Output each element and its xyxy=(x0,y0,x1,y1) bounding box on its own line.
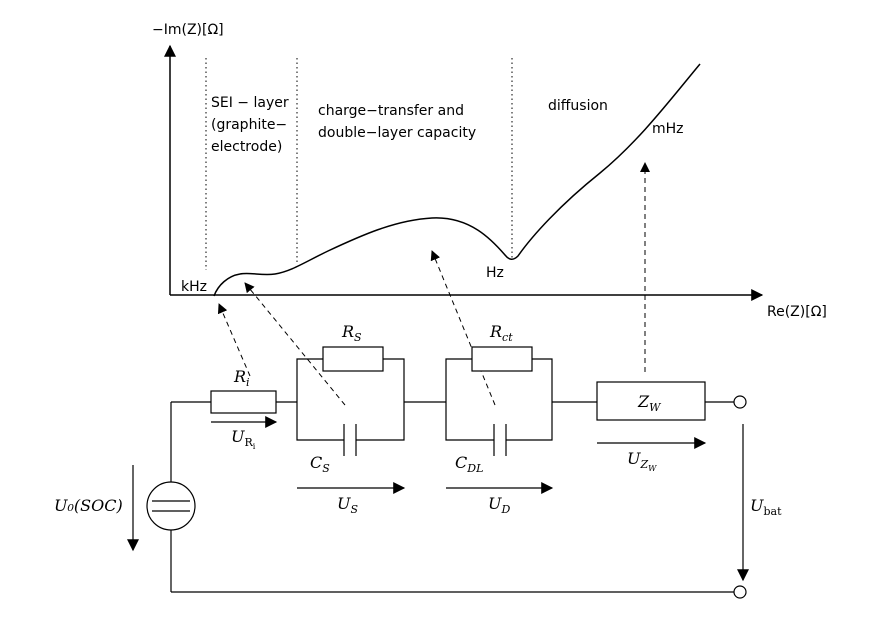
ud-label: UD xyxy=(488,494,510,516)
rct-label: Rct xyxy=(489,322,513,344)
impedance-curve xyxy=(213,63,701,297)
terminal-top xyxy=(733,395,747,409)
sei-label-line-1: SEI − layer xyxy=(211,95,289,111)
charge-label-line-1: charge−transfer and xyxy=(318,103,464,119)
rct-to-curve-arrow xyxy=(430,250,496,406)
uri-label: URi xyxy=(231,427,256,451)
us-label: US xyxy=(337,494,358,516)
rs-resistor xyxy=(322,346,384,372)
voltage-source xyxy=(146,481,196,531)
circuit-wires xyxy=(170,358,734,593)
zw-label: ZW xyxy=(637,392,662,414)
rs-to-curve-arrow xyxy=(244,282,346,406)
terminal-bottom xyxy=(733,585,747,599)
rs-label: RS xyxy=(341,322,362,344)
mhz-label: mHz xyxy=(652,121,684,137)
cdl-label: CDL xyxy=(455,453,483,475)
zw-warburg-element xyxy=(596,381,706,421)
ubat-label: Ubat xyxy=(750,496,782,518)
hz-label: Hz xyxy=(486,265,504,281)
sei-label-line-3: electrode) xyxy=(211,139,282,155)
ri-label: Ri xyxy=(233,367,250,389)
uzw-label: UZW xyxy=(627,449,657,473)
rct-resistor xyxy=(471,346,533,372)
diffusion-label: diffusion xyxy=(548,98,608,114)
y-axis-label: −Im(Z)[Ω] xyxy=(152,22,224,38)
khz-label: kHz xyxy=(181,279,207,295)
u0-label: U₀(SOC) xyxy=(54,496,123,515)
sei-label-line-2: (graphite− xyxy=(211,117,287,133)
x-axis-label: Re(Z)[Ω] xyxy=(767,304,827,320)
ri-resistor xyxy=(210,390,277,414)
charge-label-line-2: double−layer capacity xyxy=(318,125,476,141)
cs-label: CS xyxy=(310,453,330,475)
ri-to-curve-arrow xyxy=(217,303,251,377)
